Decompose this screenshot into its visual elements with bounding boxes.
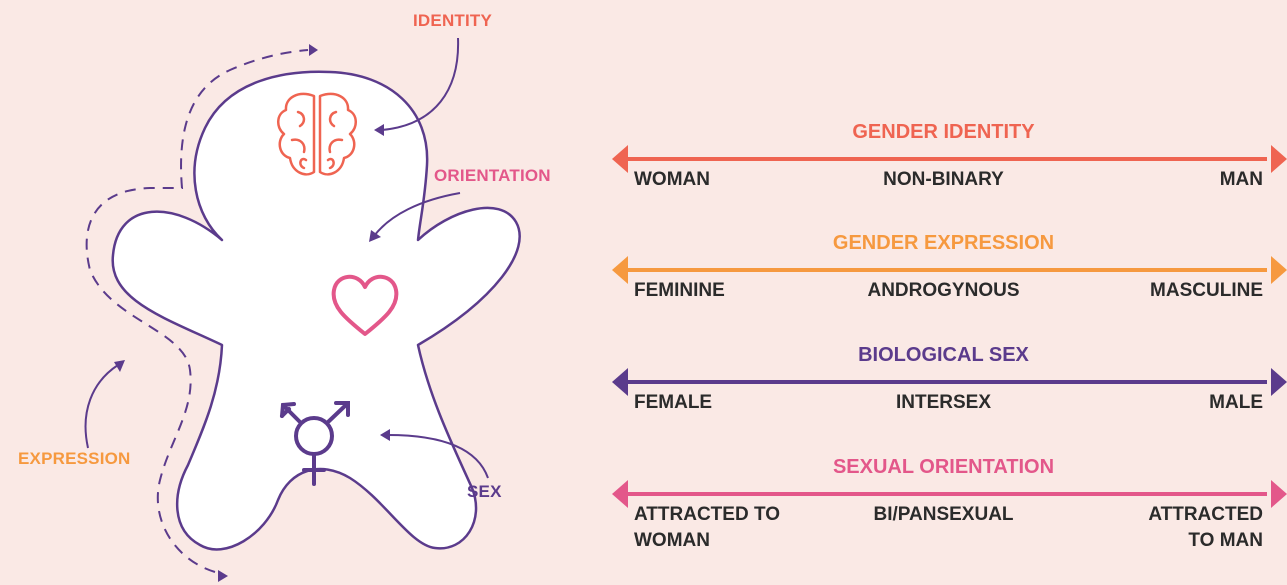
body-outline	[113, 72, 520, 550]
expression-label: EXPRESSION	[18, 449, 131, 469]
scale-biological-sex: BIOLOGICAL SEX FEMALE INTERSEX MALE	[600, 344, 1287, 454]
scale-right-value: MASCULINE	[1150, 278, 1263, 304]
scale-gender-identity: GENDER IDENTITY WOMAN NON-BINARY MAN	[600, 121, 1287, 231]
scale-sexual-orientation: SEXUAL ORIENTATION ATTRACTED TO WOMAN BI…	[600, 456, 1287, 581]
dash-arrowhead-bottom	[218, 570, 228, 582]
scale-middle-value: INTERSEX	[600, 390, 1287, 416]
expression-arrow	[86, 365, 118, 448]
gingerbread-figure-diagram	[0, 0, 600, 585]
scale-right-value: ATTRACTED TO MAN	[1123, 502, 1263, 554]
dash-arrowhead-top	[309, 44, 318, 56]
orientation-label: ORIENTATION	[434, 166, 551, 186]
scale-right-value: MALE	[1209, 390, 1263, 416]
scale-middle-value: NON-BINARY	[600, 167, 1287, 193]
scale-gender-expression: GENDER EXPRESSION FEMININE ANDROGYNOUS M…	[600, 232, 1287, 342]
identity-label: IDENTITY	[413, 11, 492, 31]
sex-label: SEX	[467, 482, 502, 502]
scale-right-value: MAN	[1220, 167, 1263, 193]
